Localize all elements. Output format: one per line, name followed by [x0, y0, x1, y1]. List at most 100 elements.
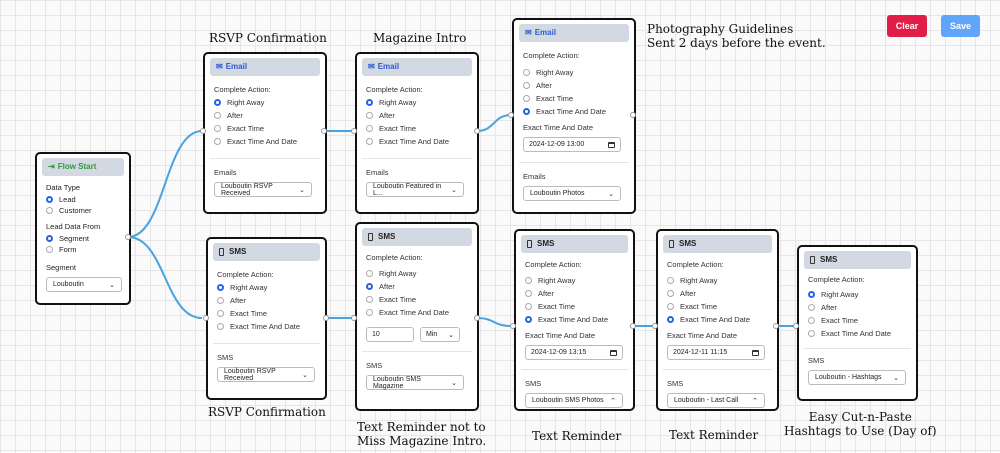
radio-dot[interactable] [525, 290, 532, 297]
input-port[interactable] [351, 128, 357, 134]
radio-dot[interactable] [46, 246, 53, 253]
radio-dot[interactable] [217, 297, 224, 304]
radio-dot[interactable] [523, 95, 530, 102]
radio-exact-time-date[interactable]: Exact Time And Date [525, 315, 628, 324]
radio-right-away[interactable]: Right Away [525, 276, 628, 285]
radio-right-away[interactable]: Right Away [523, 68, 629, 77]
email-select[interactable]: Louboutin Featured in L...⌄ [366, 182, 464, 197]
radio-right-away[interactable]: Right Away [217, 283, 320, 292]
radio-after[interactable]: After [366, 111, 472, 120]
radio-exact-time-date[interactable]: Exact Time And Date [523, 107, 629, 116]
input-port[interactable] [508, 112, 514, 118]
radio-right-away[interactable]: Right Away [214, 98, 320, 107]
output-port[interactable] [125, 234, 131, 240]
radio-dot[interactable] [366, 138, 373, 145]
radio-dot[interactable] [366, 296, 373, 303]
output-port[interactable] [323, 315, 329, 321]
radio-exact-time[interactable]: Exact Time [366, 124, 472, 133]
radio-dot[interactable] [808, 291, 815, 298]
radio-dot[interactable] [366, 112, 373, 119]
radio-after[interactable]: After [366, 282, 472, 291]
radio-after[interactable]: After [525, 289, 628, 298]
radio-dot[interactable] [525, 277, 532, 284]
radio-segment[interactable]: Segment [46, 234, 124, 243]
radio-dot[interactable] [808, 330, 815, 337]
radio-dot[interactable] [214, 99, 221, 106]
radio-after[interactable]: After [217, 296, 320, 305]
radio-exact-time[interactable]: Exact Time [525, 302, 628, 311]
sms-node-photos[interactable]: SMS Complete Action: Right Away After Ex… [514, 229, 635, 411]
radio-dot[interactable] [46, 196, 53, 203]
input-port[interactable] [203, 315, 209, 321]
output-port[interactable] [474, 128, 480, 134]
segment-select[interactable]: Louboutin⌄ [46, 277, 122, 292]
sms-select[interactable]: Louboutin SMS Magazine⌄ [366, 375, 464, 390]
input-port[interactable] [510, 323, 516, 329]
save-button[interactable]: Save [941, 15, 980, 37]
radio-dot[interactable] [667, 303, 674, 310]
sms-select[interactable]: Louboutin SMS Photos⌃ [525, 393, 623, 408]
sms-node-magazine[interactable]: SMS Complete Action: Right Away After Ex… [355, 222, 479, 411]
input-port[interactable] [793, 323, 799, 329]
radio-dot[interactable] [214, 138, 221, 145]
clear-button[interactable]: Clear [887, 15, 927, 37]
radio-dot[interactable] [366, 125, 373, 132]
radio-dot[interactable] [217, 323, 224, 330]
radio-dot[interactable] [667, 316, 674, 323]
radio-dot[interactable] [808, 304, 815, 311]
radio-dot[interactable] [808, 317, 815, 324]
radio-customer[interactable]: Customer [46, 206, 124, 215]
radio-exact-time-date[interactable]: Exact Time And Date [808, 329, 911, 338]
radio-dot[interactable] [525, 316, 532, 323]
sms-select[interactable]: Louboutin RSVP Received⌄ [217, 367, 315, 382]
datetime-input[interactable]: 2024-12-11 11:15 [667, 345, 765, 360]
radio-exact-time[interactable]: Exact Time [366, 295, 472, 304]
radio-exact-time-date[interactable]: Exact Time And Date [366, 137, 472, 146]
datetime-input[interactable]: 2024-12-09 13:15 [525, 345, 623, 360]
radio-dot[interactable] [366, 270, 373, 277]
radio-exact-time[interactable]: Exact Time [808, 316, 911, 325]
radio-exact-time[interactable]: Exact Time [667, 302, 772, 311]
radio-dot[interactable] [214, 125, 221, 132]
radio-dot[interactable] [46, 235, 53, 242]
email-select[interactable]: Louboutin RSVP Received⌄ [214, 182, 312, 197]
radio-dot[interactable] [214, 112, 221, 119]
radio-dot[interactable] [366, 283, 373, 290]
input-port[interactable] [200, 128, 206, 134]
radio-dot[interactable] [667, 277, 674, 284]
radio-dot[interactable] [217, 310, 224, 317]
calendar-icon[interactable] [752, 349, 759, 356]
radio-dot[interactable] [366, 309, 373, 316]
radio-exact-time-date[interactable]: Exact Time And Date [214, 137, 320, 146]
radio-dot[interactable] [523, 82, 530, 89]
flow-start-node[interactable]: ⇥ Flow Start Data Type Lead Customer Lea… [35, 152, 131, 305]
radio-exact-time-date[interactable]: Exact Time And Date [366, 308, 472, 317]
email-node-magazine[interactable]: ✉Email Complete Action: Right Away After… [355, 52, 479, 214]
delay-amount-input[interactable]: 10 [366, 327, 414, 342]
input-port[interactable] [351, 315, 357, 321]
calendar-icon[interactable] [610, 349, 617, 356]
delay-unit-select[interactable]: Min⌄ [420, 327, 460, 342]
radio-dot[interactable] [667, 290, 674, 297]
radio-after[interactable]: After [667, 289, 772, 298]
output-port[interactable] [630, 323, 636, 329]
radio-exact-time-date[interactable]: Exact Time And Date [667, 315, 772, 324]
output-port[interactable] [773, 323, 779, 329]
input-port[interactable] [652, 323, 658, 329]
radio-exact-time-date[interactable]: Exact Time And Date [217, 322, 320, 331]
radio-after[interactable]: After [808, 303, 911, 312]
calendar-icon[interactable] [608, 141, 615, 148]
radio-dot[interactable] [523, 108, 530, 115]
radio-after[interactable]: After [214, 111, 320, 120]
radio-right-away[interactable]: Right Away [366, 98, 472, 107]
email-select[interactable]: Louboutin Photos⌄ [523, 186, 621, 201]
sms-node-hashtags[interactable]: SMS Complete Action: Right Away After Ex… [797, 245, 918, 401]
datetime-input[interactable]: 2024-12-09 13:00 [523, 137, 621, 152]
radio-lead[interactable]: Lead [46, 195, 124, 204]
radio-dot[interactable] [525, 303, 532, 310]
output-port[interactable] [630, 112, 636, 118]
sms-node-last-call[interactable]: SMS Complete Action: Right Away After Ex… [656, 229, 779, 411]
radio-exact-time[interactable]: Exact Time [523, 94, 629, 103]
radio-right-away[interactable]: Right Away [366, 269, 472, 278]
radio-right-away[interactable]: Right Away [667, 276, 772, 285]
